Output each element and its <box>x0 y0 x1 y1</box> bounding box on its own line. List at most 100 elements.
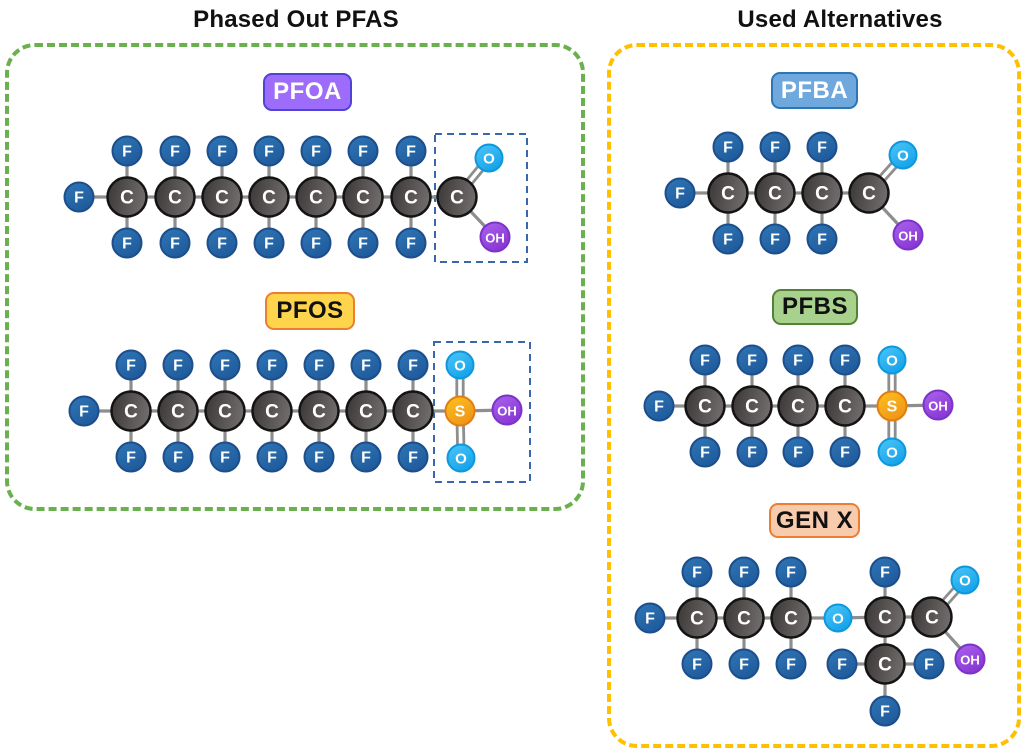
atom-F <box>209 349 241 381</box>
atom-label: F <box>217 144 227 161</box>
atom-label: F <box>79 404 89 421</box>
atom-label: F <box>220 358 230 375</box>
atom-label: C <box>925 608 939 629</box>
alternatives-panel <box>607 43 1021 748</box>
atom-C <box>777 385 819 427</box>
atom-C <box>723 597 765 639</box>
atom-label: F <box>700 445 710 462</box>
atom-label: C <box>124 402 138 423</box>
atom-label: F <box>170 144 180 161</box>
atom-label: O <box>959 573 971 590</box>
atom-F <box>68 395 100 427</box>
atom-label: F <box>747 353 757 370</box>
atom-label: F <box>924 657 934 674</box>
atom-C <box>251 390 293 432</box>
atom-label: F <box>723 232 733 249</box>
atom-label: F <box>173 358 183 375</box>
atom-label: C <box>265 402 279 423</box>
atom-F <box>913 648 945 680</box>
atom-label: C <box>356 188 370 209</box>
atom-label: C <box>690 609 704 630</box>
atom-label: O <box>832 611 844 628</box>
atom-label: F <box>122 236 132 253</box>
atom-O <box>823 603 853 633</box>
atom-F <box>395 227 427 259</box>
atom-label: C <box>878 608 892 629</box>
molecule-badge-pfoa: PFOA <box>263 73 352 111</box>
atom-label: O <box>454 358 466 375</box>
atom-label: C <box>120 188 134 209</box>
atom-label: F <box>837 657 847 674</box>
atom-label: F <box>880 704 890 721</box>
atom-label: C <box>745 397 759 418</box>
atom-C <box>436 176 478 218</box>
molecule-badge-pfbs: PFBS <box>772 289 858 325</box>
atom-F <box>775 648 807 680</box>
atom-label: F <box>361 358 371 375</box>
atom-F <box>159 227 191 259</box>
atom-label: C <box>698 397 712 418</box>
atom-label: F <box>217 236 227 253</box>
atom-label: F <box>645 611 655 628</box>
atom-label: F <box>406 236 416 253</box>
atom-OH <box>922 389 954 421</box>
molecule-badge-genx: GEN X <box>769 503 860 538</box>
atom-F <box>209 441 241 473</box>
atom-O <box>888 140 918 170</box>
atom-F <box>111 227 143 259</box>
atom-label: F <box>314 358 324 375</box>
atom-label: C <box>215 188 229 209</box>
atom-label: C <box>312 402 326 423</box>
atom-F <box>782 436 814 468</box>
atom-label: C <box>768 184 782 205</box>
atom-F <box>728 648 760 680</box>
atom-C <box>392 390 434 432</box>
atom-F <box>869 556 901 588</box>
atom-label: F <box>170 236 180 253</box>
atom-label: F <box>786 565 796 582</box>
atom-F <box>782 344 814 376</box>
atom-label: F <box>264 144 274 161</box>
atom-F <box>712 131 744 163</box>
atom-label: F <box>723 140 733 157</box>
atom-F <box>806 131 838 163</box>
atom-F <box>63 181 95 213</box>
atom-O <box>445 350 475 380</box>
atom-F <box>736 344 768 376</box>
atom-F <box>681 648 713 680</box>
atom-C <box>731 385 773 427</box>
atom-C <box>110 390 152 432</box>
atom-label: O <box>483 151 495 168</box>
atom-F <box>634 602 666 634</box>
atom-OH <box>954 643 986 675</box>
atom-F <box>159 135 191 167</box>
molecule-badge-pfba: PFBA <box>771 72 858 109</box>
atom-F <box>303 441 335 473</box>
atom-label: S <box>455 404 466 421</box>
atom-C <box>770 597 812 639</box>
atom-label: F <box>126 450 136 467</box>
atom-C <box>390 176 432 218</box>
atom-F <box>395 135 427 167</box>
atom-label: C <box>450 188 464 209</box>
atom-C <box>911 596 953 638</box>
atom-C <box>824 385 866 427</box>
atom-label: C <box>737 609 751 630</box>
left-panel-title: Phased Out PFAS <box>193 6 399 33</box>
atom-label: O <box>886 353 898 370</box>
atom-C <box>864 643 906 685</box>
atom-C <box>154 176 196 218</box>
atom-label: F <box>408 450 418 467</box>
atom-label: F <box>311 144 321 161</box>
atom-F <box>115 441 147 473</box>
atom-label: F <box>358 144 368 161</box>
atom-label: F <box>314 450 324 467</box>
atom-label: C <box>878 655 892 676</box>
atom-F <box>115 349 147 381</box>
atom-label: OH <box>485 231 505 246</box>
atom-C <box>157 390 199 432</box>
